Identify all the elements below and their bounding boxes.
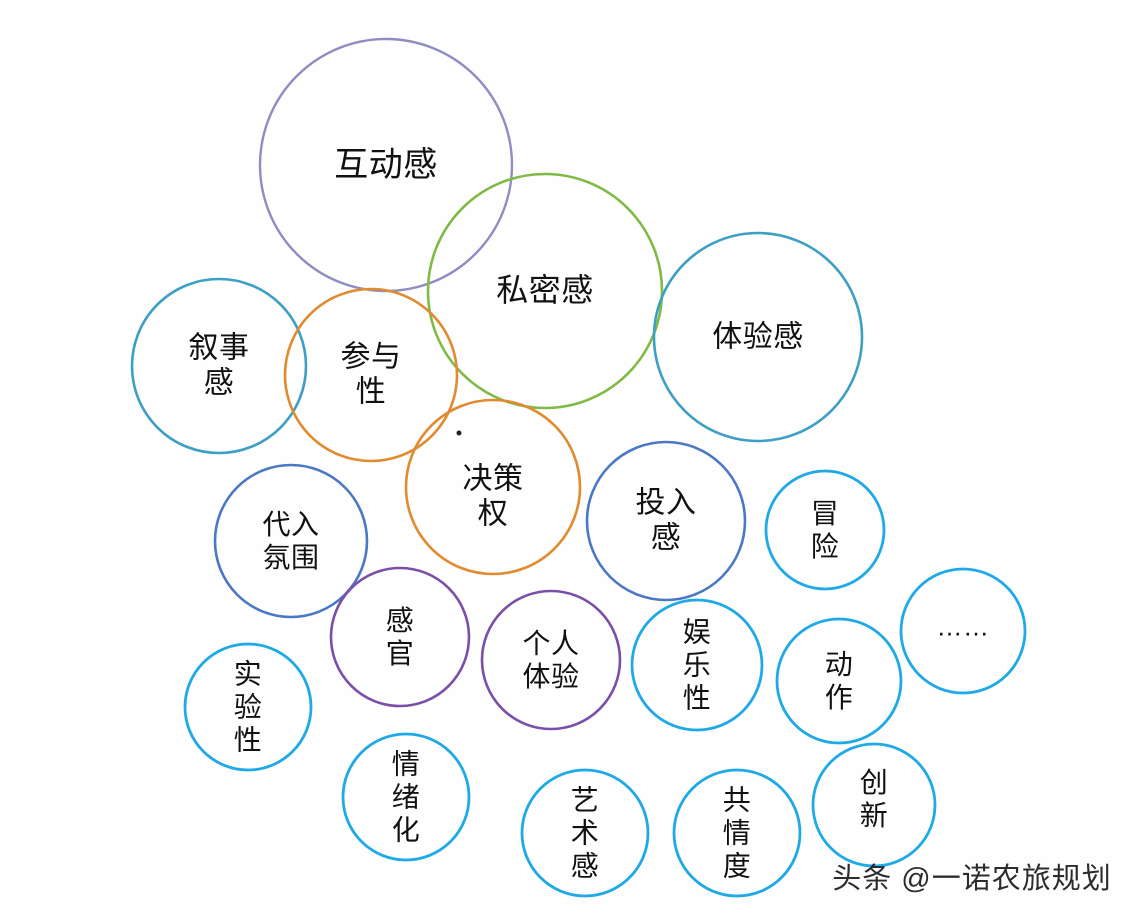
bubble-label-senses: 感 官 <box>385 604 415 669</box>
bubble-label-decision: 决策 权 <box>462 462 524 531</box>
bubble-label-interaction: 互动感 <box>334 145 438 184</box>
bubble-label-privacy: 私密感 <box>496 272 594 309</box>
bubble-label-empathy: 共 情 度 <box>722 784 752 882</box>
decision-dot <box>456 430 462 436</box>
bubble-label-experimental: 实 验 性 <box>233 658 263 756</box>
bubble-label-narrative: 叙事 感 <box>188 331 250 400</box>
bubble-label-personal_experience: 个人 体验 <box>522 627 580 692</box>
bubble-label-engagement: 投入 感 <box>635 486 697 555</box>
bubble-label-adventure: 冒 险 <box>810 497 840 562</box>
bubble-label-innovation: 创 新 <box>859 766 889 831</box>
watermark-text: 头条 @一诺农旅规划 <box>832 863 1112 895</box>
bubble-label-etc: …… <box>936 611 990 642</box>
bubble-label-entertainment: 娱 乐 性 <box>682 616 712 714</box>
bubble-label-experience: 体验感 <box>712 320 804 354</box>
bubble-label-action: 动 作 <box>824 648 854 713</box>
bubble-label-participation: 参与 性 <box>340 340 402 409</box>
bubble-label-emotional: 情 绪 化 <box>391 748 421 846</box>
bubble-label-artistic: 艺 术 感 <box>570 784 600 882</box>
bubble-label-immersion_mood: 代入 氛围 <box>262 508 320 573</box>
